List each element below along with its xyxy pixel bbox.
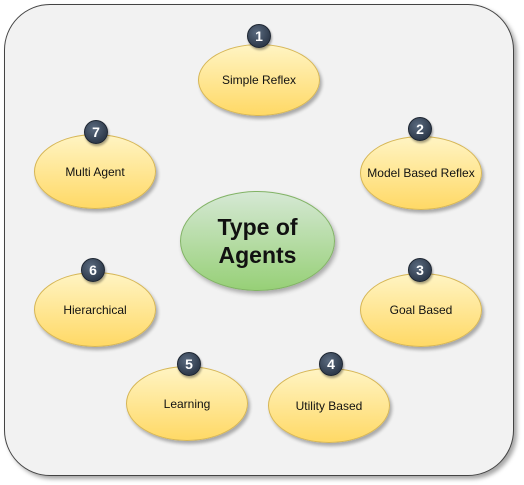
node-learning: Learning [126, 366, 248, 441]
center-node: Type of Agents [180, 191, 335, 291]
node-label: Model Based Reflex [367, 166, 475, 180]
node-number-badge: 5 [177, 352, 201, 376]
node-multi-agent: Multi Agent [34, 134, 156, 209]
node-utility-based: Utility Based [268, 368, 390, 443]
node-number-badge: 6 [81, 258, 105, 282]
node-hierarchical: Hierarchical [34, 272, 156, 347]
node-label: Utility Based [295, 398, 363, 413]
node-simple-reflex: Simple Reflex [198, 44, 320, 116]
node-goal-based: Goal Based [360, 273, 482, 347]
node-label: Learning [163, 396, 211, 411]
node-model-based-reflex: Model Based Reflex [360, 136, 482, 210]
node-number-badge: 3 [408, 258, 432, 282]
node-label: Goal Based [389, 303, 453, 317]
node-label: Multi Agent [65, 164, 125, 179]
center-title: Type of Agents [217, 214, 298, 268]
node-number-badge: 4 [319, 352, 343, 376]
node-number-badge: 1 [247, 24, 271, 48]
node-number-badge: 2 [408, 117, 432, 141]
node-label: Simple Reflex [221, 73, 297, 87]
node-number-badge: 7 [84, 120, 108, 144]
node-label: Hierarchical [63, 302, 127, 317]
